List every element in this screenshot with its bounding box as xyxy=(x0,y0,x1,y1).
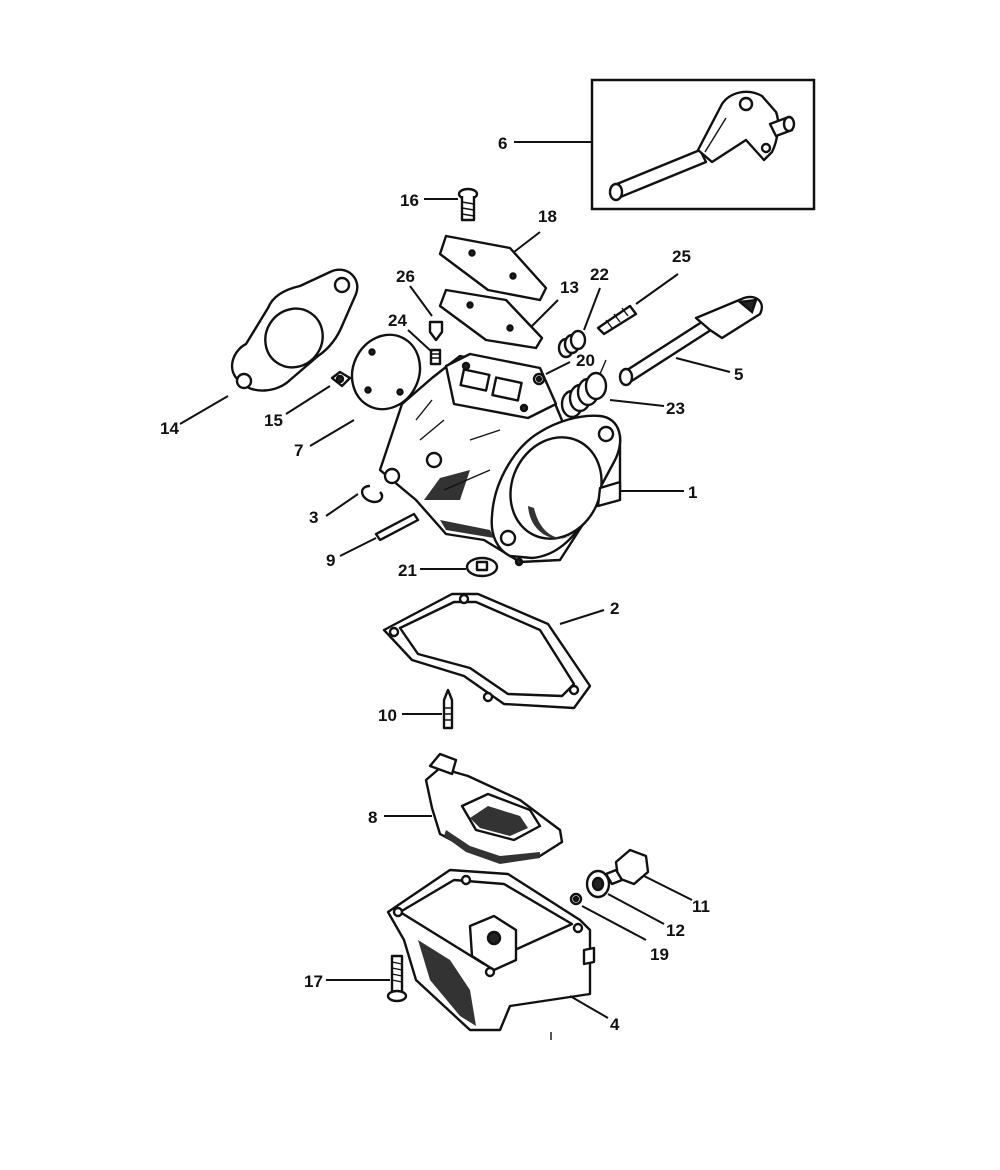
callout-16: 16 xyxy=(400,191,419,210)
part-21-washer xyxy=(465,556,499,578)
leader-12 xyxy=(607,893,665,925)
leader-23 xyxy=(609,399,665,407)
callout-25: 25 xyxy=(672,247,691,266)
part-24-spring xyxy=(429,348,442,366)
part-6-throttle-shaft-inset xyxy=(590,78,816,211)
callout-9: 9 xyxy=(326,551,335,570)
callout-12: 12 xyxy=(666,921,685,940)
callout-19: 19 xyxy=(650,945,669,964)
leader-13 xyxy=(531,299,559,327)
leader-25 xyxy=(635,273,679,305)
leader-26 xyxy=(409,285,433,317)
part-26-needle xyxy=(428,320,444,342)
callout-7: 7 xyxy=(294,441,303,460)
leader-11 xyxy=(643,875,693,901)
part-25-screw xyxy=(596,304,638,336)
callout-18: 18 xyxy=(538,207,557,226)
part-9-pin xyxy=(374,512,420,542)
callout-6: 6 xyxy=(498,134,507,153)
callout-21: 21 xyxy=(398,561,417,580)
callout-10: 10 xyxy=(378,706,397,725)
leader-7 xyxy=(309,419,355,447)
callout-22: 22 xyxy=(590,265,609,284)
part-16-screw xyxy=(457,187,479,222)
part-10-needle xyxy=(442,688,454,730)
callout-1: 1 xyxy=(688,483,697,502)
part-13-gasket xyxy=(438,288,544,350)
part-11-plug xyxy=(604,848,650,886)
part-15-screw xyxy=(330,370,352,388)
leader-24 xyxy=(407,329,433,353)
leader-4 xyxy=(569,995,609,1019)
callout-15: 15 xyxy=(264,411,283,430)
leader-9 xyxy=(339,537,377,557)
leader-5 xyxy=(675,357,731,373)
leader-14 xyxy=(179,395,229,425)
leader-3 xyxy=(325,493,359,517)
callout-5: 5 xyxy=(734,365,743,384)
part-22-spring xyxy=(557,329,587,359)
part-3-clip xyxy=(361,484,384,504)
leader-lines xyxy=(179,141,731,1019)
callout-8: 8 xyxy=(368,808,377,827)
part-8-float xyxy=(424,752,564,864)
part-2-gasket xyxy=(382,592,592,710)
callout-24: 24 xyxy=(388,311,407,330)
part-5-shaft xyxy=(618,295,763,387)
callout-14: 14 xyxy=(160,419,179,438)
callout-13: 13 xyxy=(560,278,579,297)
part-19-screw xyxy=(569,892,583,906)
part-23-spring xyxy=(560,359,608,419)
callout-2: 2 xyxy=(610,599,619,618)
part-1-carburetor-body xyxy=(378,352,622,567)
part-4-float-bowl xyxy=(386,868,596,1032)
leader-19 xyxy=(581,905,647,941)
callout-23: 23 xyxy=(666,399,685,418)
part-18-plate xyxy=(438,234,548,302)
leader-18 xyxy=(513,231,541,253)
leader-15 xyxy=(285,385,331,415)
callout-labels: 1 2 3 4 5 6 7 8 9 10 11 12 13 14 15 16 1… xyxy=(160,134,743,1034)
leader-22 xyxy=(583,287,601,331)
callout-17: 17 xyxy=(304,972,323,991)
callout-4: 4 xyxy=(610,1015,620,1034)
part-20-screw xyxy=(532,372,546,386)
part-14-flange-gasket xyxy=(230,268,359,392)
callout-20: 20 xyxy=(576,351,595,370)
leader-20 xyxy=(545,361,571,375)
part-12-washer xyxy=(585,869,611,899)
part-17-screw xyxy=(386,954,408,1003)
callout-26: 26 xyxy=(396,267,415,286)
callout-3: 3 xyxy=(309,508,318,527)
callout-11: 11 xyxy=(692,897,710,916)
leader-2 xyxy=(559,609,605,625)
part-7-diaphragm xyxy=(350,333,422,411)
